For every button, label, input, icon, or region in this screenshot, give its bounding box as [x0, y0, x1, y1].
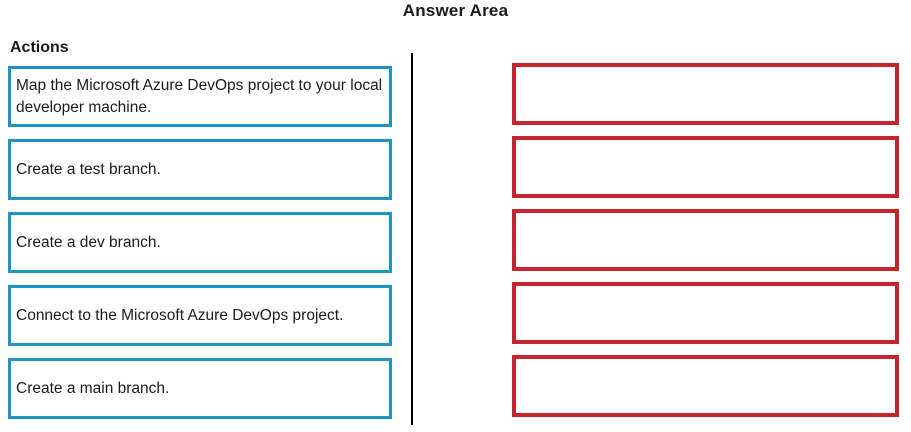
action-item-connect-project[interactable]: Connect to the Microsoft Azure DevOps pr… — [8, 285, 392, 346]
answer-slot-1[interactable] — [512, 63, 899, 125]
answer-slot-2[interactable] — [512, 136, 899, 198]
page-title: Answer Area — [402, 1, 509, 20]
action-item-create-dev-branch[interactable]: Create a dev branch. — [8, 212, 392, 273]
action-item-label: Map the Microsoft Azure DevOps project t… — [16, 76, 383, 116]
action-item-label: Create a main branch. — [16, 379, 170, 397]
answer-slot-5[interactable] — [512, 355, 899, 417]
answer-area-column — [512, 63, 899, 428]
action-item-create-test-branch[interactable]: Create a test branch. — [8, 139, 392, 200]
action-item-label: Connect to the Microsoft Azure DevOps pr… — [16, 306, 344, 324]
action-item-label: Create a test branch. — [16, 160, 161, 178]
divider-line — [411, 53, 413, 425]
actions-heading: Actions — [10, 39, 69, 56]
answer-slot-3[interactable] — [512, 209, 899, 271]
action-item-label: Create a dev branch. — [16, 233, 161, 251]
actions-column: Map the Microsoft Azure DevOps project t… — [8, 66, 392, 431]
action-item-create-main-branch[interactable]: Create a main branch. — [8, 358, 392, 419]
action-item-map-project[interactable]: Map the Microsoft Azure DevOps project t… — [8, 66, 392, 127]
answer-slot-4[interactable] — [512, 282, 899, 344]
